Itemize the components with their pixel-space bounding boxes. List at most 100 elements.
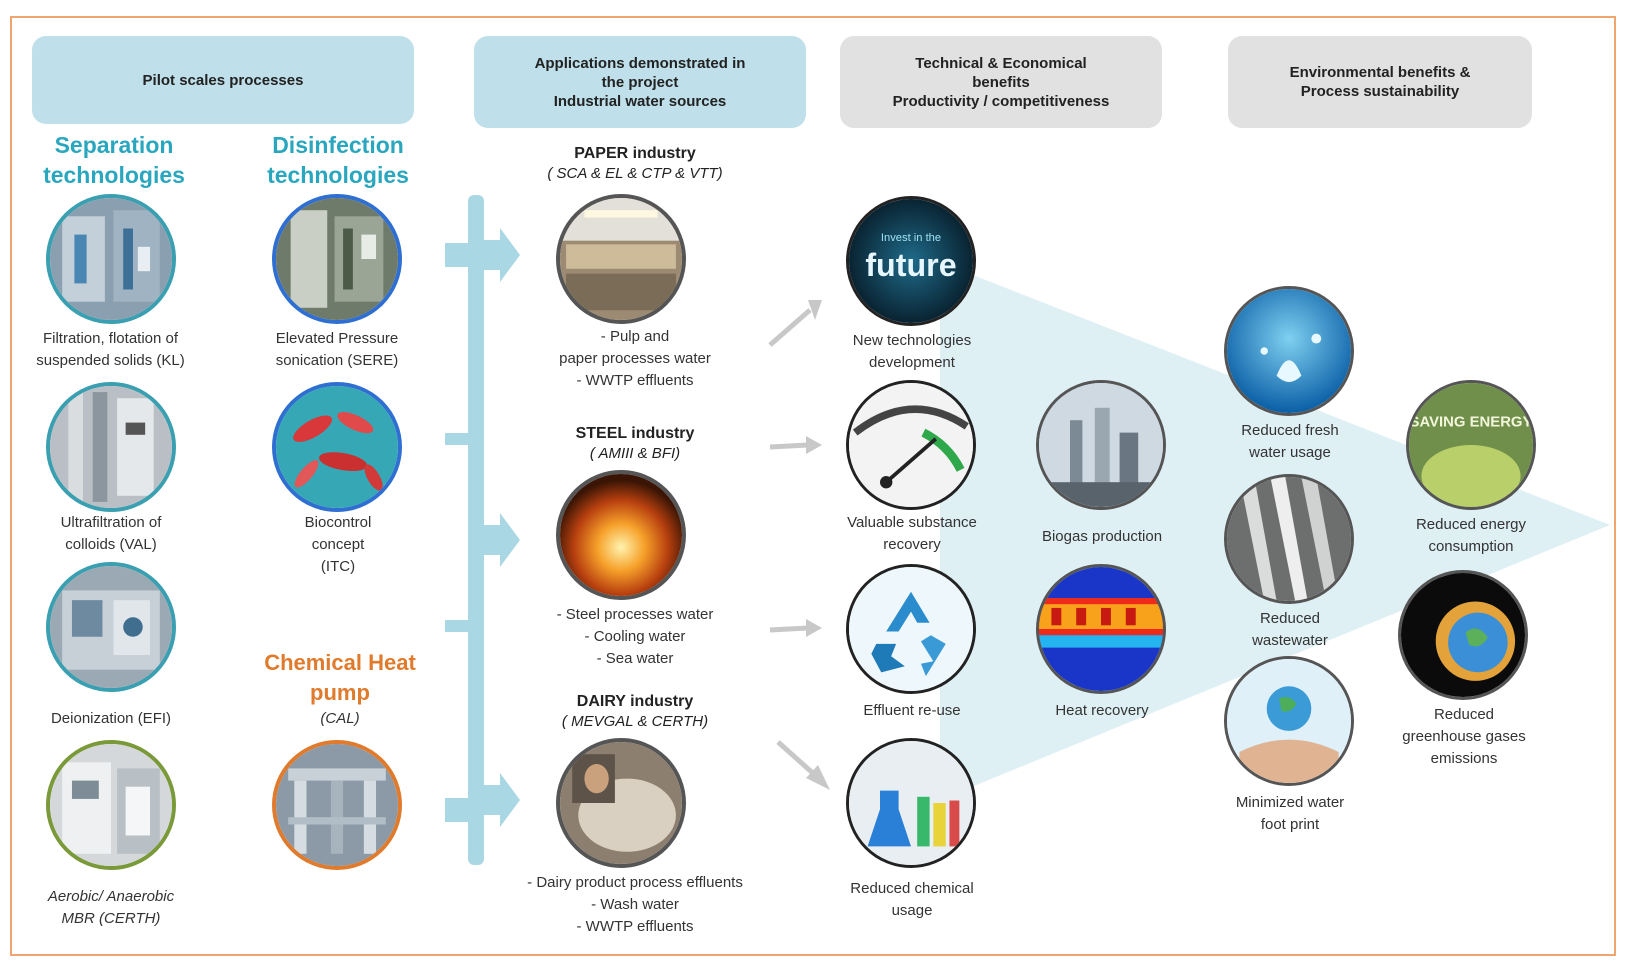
flow-bar xyxy=(468,195,484,865)
hands-globe-photo xyxy=(1224,656,1354,786)
industry-steel-title: STEEL industry ( AMIII & BFI) xyxy=(500,424,770,464)
tech-caption-4: Reduced chemical usage xyxy=(818,878,1006,922)
water-splash-photo xyxy=(1224,286,1354,416)
separation-caption-3-line1: Deionization (EFI) xyxy=(50,710,172,727)
steel-industry-partners: ( AMIII & BFI) xyxy=(589,445,681,462)
grey-arrow-3 xyxy=(806,619,822,637)
middle-caption-1-line1: Biogas production xyxy=(1041,528,1163,545)
middle-caption-1: Biogas production xyxy=(1010,526,1194,548)
env-energy-caption-1-line2: consumption xyxy=(1428,538,1514,555)
heat-pump-title-line1: Chemical Heat xyxy=(264,650,416,675)
grey-arrow-1 xyxy=(808,300,822,320)
separation-caption-2-line1: Ultrafiltration of xyxy=(60,514,162,531)
disinfection-title: Disinfection technologies xyxy=(248,130,428,190)
dairy-bullet-2: - Wash water xyxy=(591,896,679,913)
diagram-frame xyxy=(10,16,1616,956)
bar-arrow-2 xyxy=(484,513,520,567)
future-photo: Invest in the future xyxy=(846,196,976,326)
bar-arrow-1 xyxy=(484,228,520,282)
paper-industry-partners: ( SCA & EL & CTP & VTT) xyxy=(547,165,723,182)
dairy-bullet-1: - Dairy product process effluents xyxy=(527,874,743,891)
future-text: future xyxy=(865,247,956,283)
bar-arrow-3 xyxy=(484,773,520,827)
env-energy-caption-1-line1: Reduced energy xyxy=(1415,516,1527,533)
heat-pump-title-line2: pump xyxy=(310,680,370,705)
separation-caption-4-line2: MBR (CERTH) xyxy=(61,910,161,927)
tech-caption-1: New technologies development xyxy=(820,330,1004,374)
header-pilot-text: Pilot scales processes xyxy=(142,71,304,89)
disinfection-caption-2-line1: Biocontrol xyxy=(304,514,372,531)
tech-caption-2-line2: recovery xyxy=(883,536,941,553)
dairy-processing-photo xyxy=(556,738,686,868)
separation-caption-1-line2: suspended solids (KL) xyxy=(36,352,185,369)
separation-caption-1-line1: Filtration, flotation of xyxy=(42,330,179,347)
paper-bullet-2: paper processes water xyxy=(559,350,711,367)
env-water-caption-2-line2: wastewater xyxy=(1252,632,1328,649)
env-water-caption-2-line1: Reduced xyxy=(1259,610,1321,627)
separation-caption-4-line1: Aerobic/ Anaerobic xyxy=(47,888,175,905)
separation-caption-1: Filtration, flotation of suspended solid… xyxy=(8,328,213,372)
disinfection-caption-2: Biocontrol concept (ITC) xyxy=(268,512,408,578)
bacteria-photo xyxy=(272,382,402,512)
paper-industry-name: PAPER industry xyxy=(574,145,696,162)
header-technical-line3: Productivity / competitiveness xyxy=(892,92,1110,110)
deionization-unit-photo xyxy=(46,562,176,692)
separation-title-line2: technologies xyxy=(43,162,185,188)
grey-arrow-4 xyxy=(806,765,830,790)
industry-dairy-title: DAIRY industry ( MEVGAL & CERTH) xyxy=(500,692,770,732)
env-energy-caption-2-line3: emissions xyxy=(1430,750,1498,767)
header-environmental-benefits: Environmental benefits & Process sustain… xyxy=(1228,36,1532,128)
filtration-plant-photo xyxy=(46,194,176,324)
tech-caption-3-line1: Effluent re-use xyxy=(863,702,961,719)
disinfection-caption-1-line2: sonication (SERE) xyxy=(275,352,399,369)
separation-caption-4: Aerobic/ Anaerobic MBR (CERTH) xyxy=(16,886,206,930)
disinfection-title-line1: Disinfection xyxy=(272,132,404,158)
heat-pump-title: Chemical Heat pump xyxy=(240,648,440,708)
earth-photo xyxy=(1398,570,1528,700)
header-environmental-line2: Process sustainability xyxy=(1300,83,1460,100)
chemicals-photo xyxy=(846,738,976,868)
steel-industry-bullets: - Steel processes water - Cooling water … xyxy=(510,604,760,670)
gauge-photo xyxy=(846,380,976,510)
env-water-caption-1: Reduced fresh water usage xyxy=(1198,420,1382,464)
disinfection-caption-2-line3: (ITC) xyxy=(320,558,356,575)
dairy-industry-name: DAIRY industry xyxy=(576,693,694,710)
industry-paper-title: PAPER industry ( SCA & EL & CTP & VTT) xyxy=(500,144,770,184)
header-applications: Applications demonstrated in the project… xyxy=(474,36,806,128)
saving-energy-photo: SAVING ENERGY xyxy=(1406,380,1536,510)
biogas-plant-photo xyxy=(1036,380,1166,510)
separation-caption-2: Ultrafiltration of colloids (VAL) xyxy=(16,512,206,556)
dairy-industry-partners: ( MEVGAL & CERTH) xyxy=(561,713,709,730)
middle-caption-2-line1: Heat recovery xyxy=(1055,702,1149,719)
env-water-caption-1-line2: water usage xyxy=(1249,444,1331,461)
tech-caption-2: Valuable substance recovery xyxy=(818,512,1006,556)
recycle-photo xyxy=(846,564,976,694)
middle-caption-2: Heat recovery xyxy=(1010,700,1194,722)
env-water-caption-2: Reduced wastewater xyxy=(1198,608,1382,652)
header-applications-line2: the project xyxy=(601,73,679,91)
dairy-bullet-3: - WWTP effluents xyxy=(576,918,694,935)
separation-caption-3: Deionization (EFI) xyxy=(16,708,206,730)
separation-caption-2-line2: colloids (VAL) xyxy=(65,536,157,553)
disinfection-caption-1-line1: Elevated Pressure xyxy=(275,330,399,347)
future-small-text: Invest in the xyxy=(881,232,941,244)
env-water-caption-1-line1: Reduced fresh xyxy=(1241,422,1339,439)
flow-arrow-3 xyxy=(445,620,468,632)
header-applications-line1: Applications demonstrated in xyxy=(534,54,746,72)
grey-arrow-2 xyxy=(806,436,822,454)
wastewater-photo xyxy=(1224,474,1354,604)
flow-arrow-2 xyxy=(445,433,468,445)
disinfection-title-line2: technologies xyxy=(267,162,409,188)
separation-title: Separation technologies xyxy=(28,130,200,190)
sonication-unit-photo xyxy=(272,194,402,324)
saving-energy-text: SAVING ENERGY xyxy=(1410,414,1533,430)
tech-caption-4-line2: usage xyxy=(891,902,933,919)
header-technical-benefits: Technical & Economical benefits Producti… xyxy=(840,36,1162,128)
steel-bullet-3: - Sea water xyxy=(596,650,674,667)
steel-bullet-1: - Steel processes water xyxy=(556,606,714,623)
env-water-caption-3-line1: Minimized water xyxy=(1235,794,1345,811)
thermal-image-photo xyxy=(1036,564,1166,694)
flow-arrow-1 xyxy=(445,235,484,275)
steel-bullet-2: - Cooling water xyxy=(584,628,686,645)
